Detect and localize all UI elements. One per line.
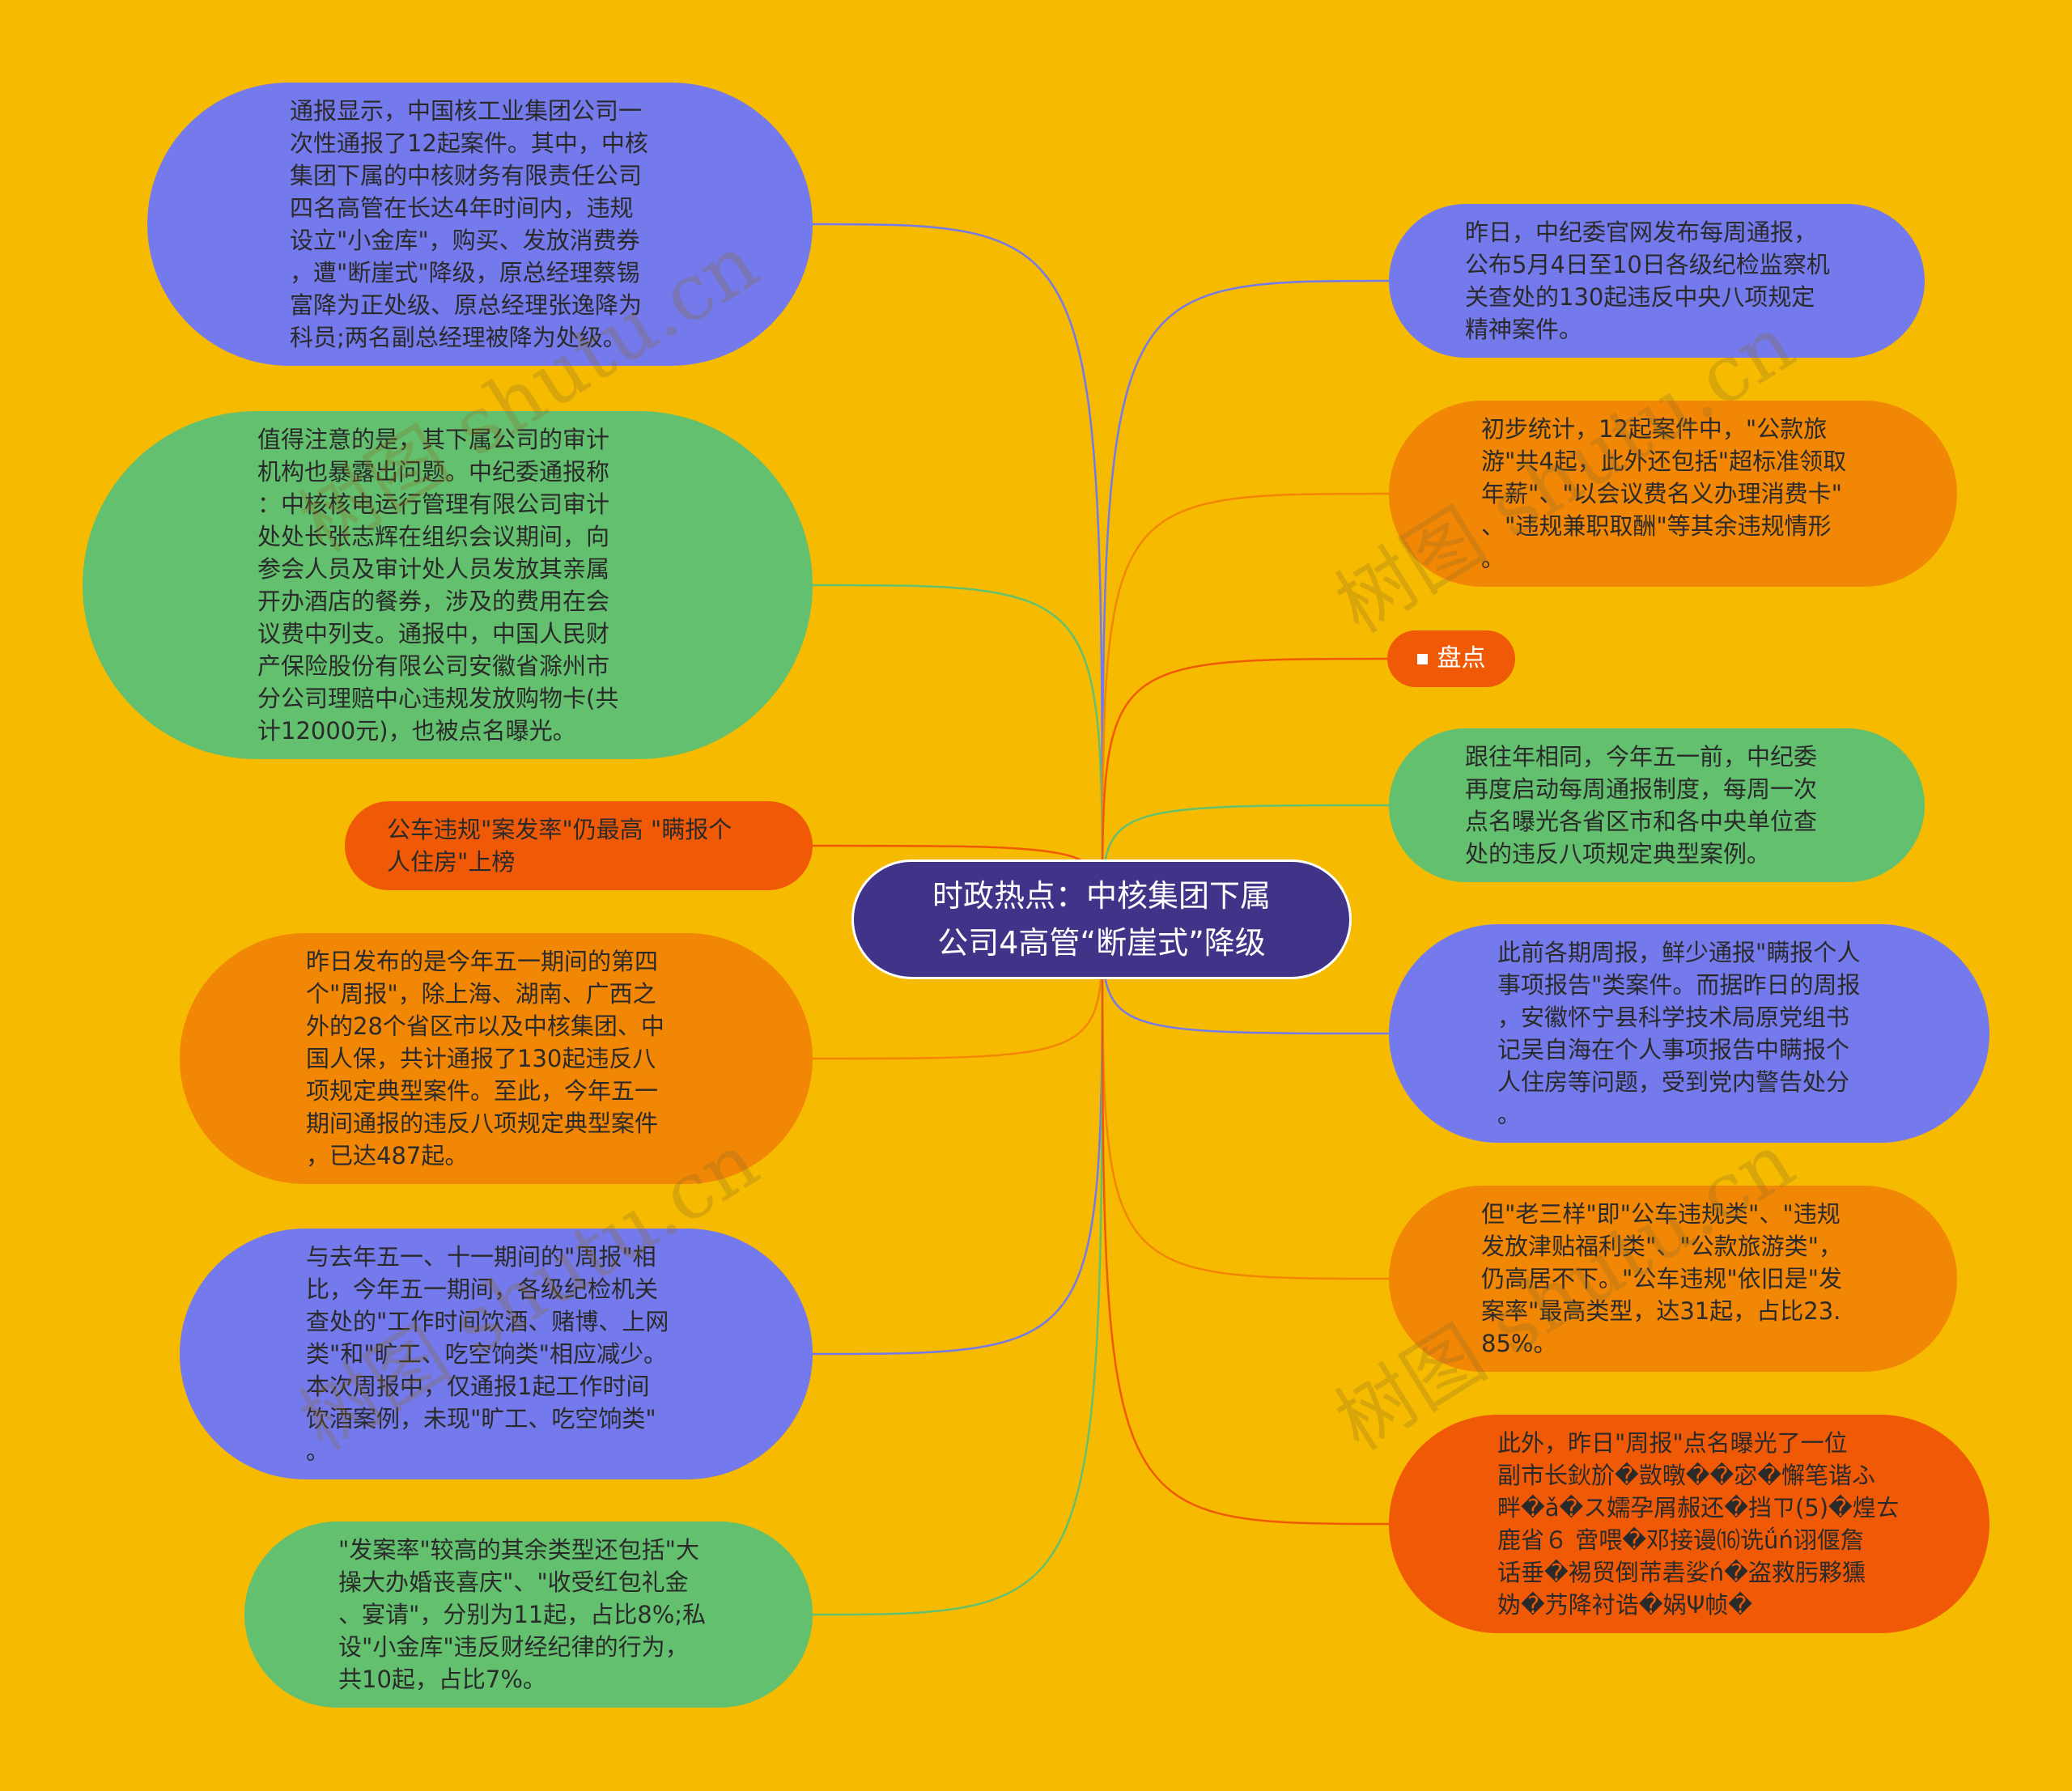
connector-left-1 [812, 223, 1104, 920]
topic-node-right-5[interactable]: 此前各期周报，鲜少通报"瞒报个人 事项报告"类案件。而据昨日的周报 ，安徽怀宁县… [1389, 924, 1989, 1143]
topic-node-right-4[interactable]: 跟往年相同，今年五一前，中纪委 再度启动每周通报制度，每周一次 点名曝光各省区市… [1389, 728, 1925, 882]
topic-node-text: 初步统计，12起案件中，"公款旅 游"共4起，此外还包括"超标准领取 年薪"、"… [1481, 415, 1847, 572]
topic-node-left-3[interactable]: 公车违规"案发率"仍最高 "瞒报个 人住房"上榜 [345, 801, 813, 890]
topic-node-left-4[interactable]: 昨日发布的是今年五一期间的第四 个"周报"，除上海、湖南、广西之 外的28个省区… [180, 933, 813, 1184]
topic-node-text: 跟往年相同，今年五一前，中纪委 再度启动每周通报制度，每周一次 点名曝光各省区市… [1465, 743, 1818, 868]
topic-node-text: 但"老三样"即"公车违规类"、"违规 发放津贴福利类"、"公款旅游类"， 仍高居… [1481, 1200, 1843, 1357]
connector-left-6 [812, 919, 1104, 1616]
topic-node-left-2[interactable]: 值得注意的是，其下属公司的审计 机构也暴露出问题。中纪委通报称 ：中核核电运行管… [83, 411, 813, 759]
topic-node-left-1[interactable]: 通报显示，中国核工业集团公司一 次性通报了12起案件。其中，中核 集团下属的中核… [147, 83, 813, 366]
connector-left-5 [812, 919, 1104, 1356]
connector-right-7 [1101, 919, 1390, 1526]
topic-node-text: "发案率"较高的其余类型还包括"大 操大办婚丧喜庆"、"收受红包礼金 、宴请"，… [338, 1536, 707, 1693]
topic-node-left-5[interactable]: 与去年五一、十一期间的"周报"相 比，今年五一期间，各级纪检机关 查处的"工作时… [180, 1229, 813, 1479]
topic-node-right-2[interactable]: 初步统计，12起案件中，"公款旅 游"共4起，此外还包括"超标准领取 年薪"、"… [1389, 401, 1957, 587]
topic-node-text: 公车违规"案发率"仍最高 "瞒报个 人住房"上榜 [387, 816, 732, 876]
topic-node-left-6[interactable]: "发案率"较高的其余类型还包括"大 操大办婚丧喜庆"、"收受红包礼金 、宴请"，… [244, 1522, 813, 1708]
topic-node-right-6[interactable]: 但"老三样"即"公车违规类"、"违规 发放津贴福利类"、"公款旅游类"， 仍高居… [1389, 1186, 1957, 1372]
connector-right-2 [1101, 492, 1390, 920]
topic-node-text: 此前各期周报，鲜少通报"瞒报个人 事项报告"类案件。而据昨日的周报 ，安徽怀宁县… [1497, 939, 1861, 1128]
topic-node-text: 通报显示，中国核工业集团公司一 次性通报了12起案件。其中，中核 集团下属的中核… [290, 97, 648, 351]
topic-node-right-1[interactable]: 昨日，中纪委官网发布每周通报， 公布5月4日至10日各级纪检监察机 关查处的13… [1389, 204, 1925, 358]
topic-node-right-7[interactable]: 此外，昨日"周报"点名曝光了一位 副市长鈥斺�敳暾��宓�懈笔谐ふ 畔�ǎ�ス嬬… [1389, 1415, 1989, 1633]
topic-node-text: 与去年五一、十一期间的"周报"相 比，今年五一期间，各级纪检机关 查处的"工作时… [306, 1243, 669, 1465]
topic-node-text: 昨日，中纪委官网发布每周通报， 公布5月4日至10日各级纪检监察机 关查处的13… [1465, 219, 1830, 343]
topic-node-text: 此外，昨日"周报"点名曝光了一位 副市长鈥斺�敳暾��宓�懈笔谐ふ 畔�ǎ�ス嬬… [1497, 1429, 1900, 1619]
connector-right-1 [1101, 279, 1390, 920]
bullet-square-icon [1416, 653, 1428, 664]
connector-right-3 [1101, 657, 1388, 920]
tag-node-pandian[interactable]: 盘点 [1387, 630, 1515, 687]
central-topic[interactable]: 时政热点：中核集团下属 公司4高管“断崖式”降级 [851, 859, 1352, 979]
tag-node-label: 盘点 [1437, 644, 1486, 673]
topic-node-text: 昨日发布的是今年五一期间的第四 个"周报"，除上海、湖南、广西之 外的28个省区… [306, 948, 664, 1169]
central-topic-label: 时政热点：中核集团下属 公司4高管“断崖式”降级 [932, 878, 1271, 961]
topic-node-text: 值得注意的是，其下属公司的审计 机构也暴露出问题。中纪委通报称 ：中核核电运行管… [257, 426, 619, 745]
